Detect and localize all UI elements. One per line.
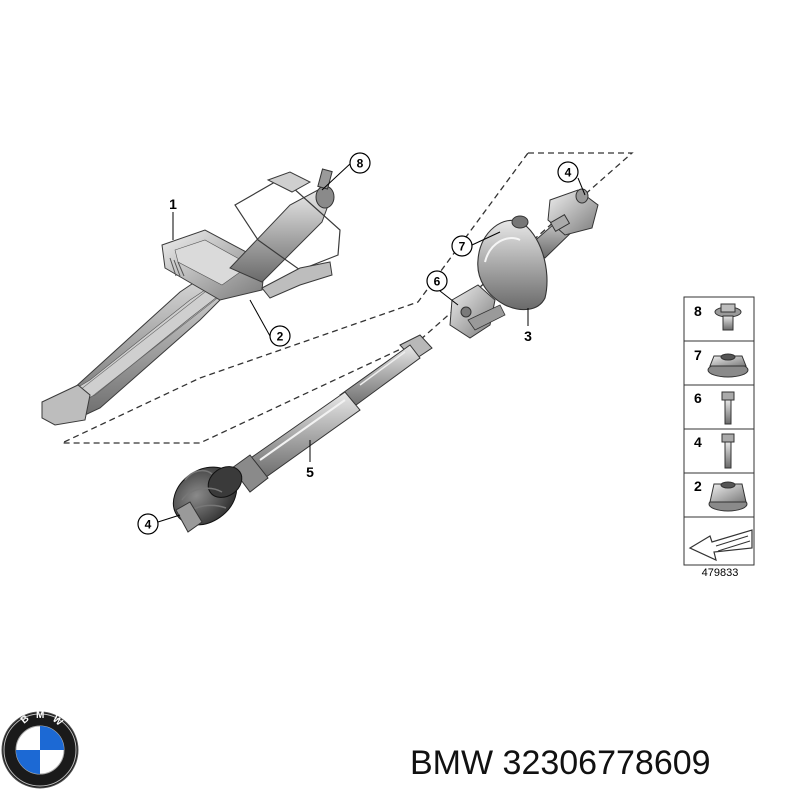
legend-number-8: 8 [694, 303, 702, 319]
callout-circle-8 [349, 152, 371, 174]
direction-arrow-icon [688, 529, 753, 562]
callout-label-2: 2 [277, 330, 284, 344]
callout-label-4-top: 4 [565, 166, 572, 180]
callout-circle-4-bottom [137, 513, 159, 535]
bolt-icon-4 [721, 433, 735, 469]
callout-label-8: 8 [357, 157, 364, 171]
brand-name: BMW [410, 744, 494, 782]
hex-nut-icon [708, 481, 748, 512]
callout-label-6: 6 [434, 275, 441, 289]
assembly-boundary-dashed [61, 152, 634, 444]
legend-number-4: 4 [694, 434, 702, 450]
flange-bolt-icon [714, 303, 742, 331]
universal-joint-part-3 [449, 188, 599, 339]
legend-number-6: 6 [694, 390, 702, 406]
flange-nut-icon [707, 353, 749, 378]
callout-label-3: 3 [524, 328, 532, 344]
fastener-legend: 8 7 6 4 2 [683, 296, 755, 566]
bolt-icon-6 [721, 391, 735, 425]
intermediate-shaft-part-5 [172, 334, 433, 533]
callout-circle-7 [451, 235, 473, 257]
callout-circle-2 [269, 325, 291, 347]
diagram-reference-number: 479833 [702, 567, 739, 579]
callout-label-7: 7 [459, 240, 466, 254]
callout-label-4-bottom: 4 [145, 518, 152, 532]
svg-text:M: M [36, 710, 44, 721]
callout-label-5: 5 [306, 464, 314, 480]
brand-part-number: BMW 32306778609 [410, 738, 790, 788]
bmw-logo-icon: B M W [1, 710, 79, 789]
legend-number-7: 7 [694, 347, 702, 363]
legend-number-2: 2 [694, 478, 702, 494]
steering-column-part-1 [41, 168, 341, 426]
callout-circle-4-top [557, 161, 579, 183]
callout-circle-6 [426, 270, 448, 292]
callout-label-1: 1 [169, 196, 177, 212]
part-number: 32306778609 [502, 744, 711, 782]
